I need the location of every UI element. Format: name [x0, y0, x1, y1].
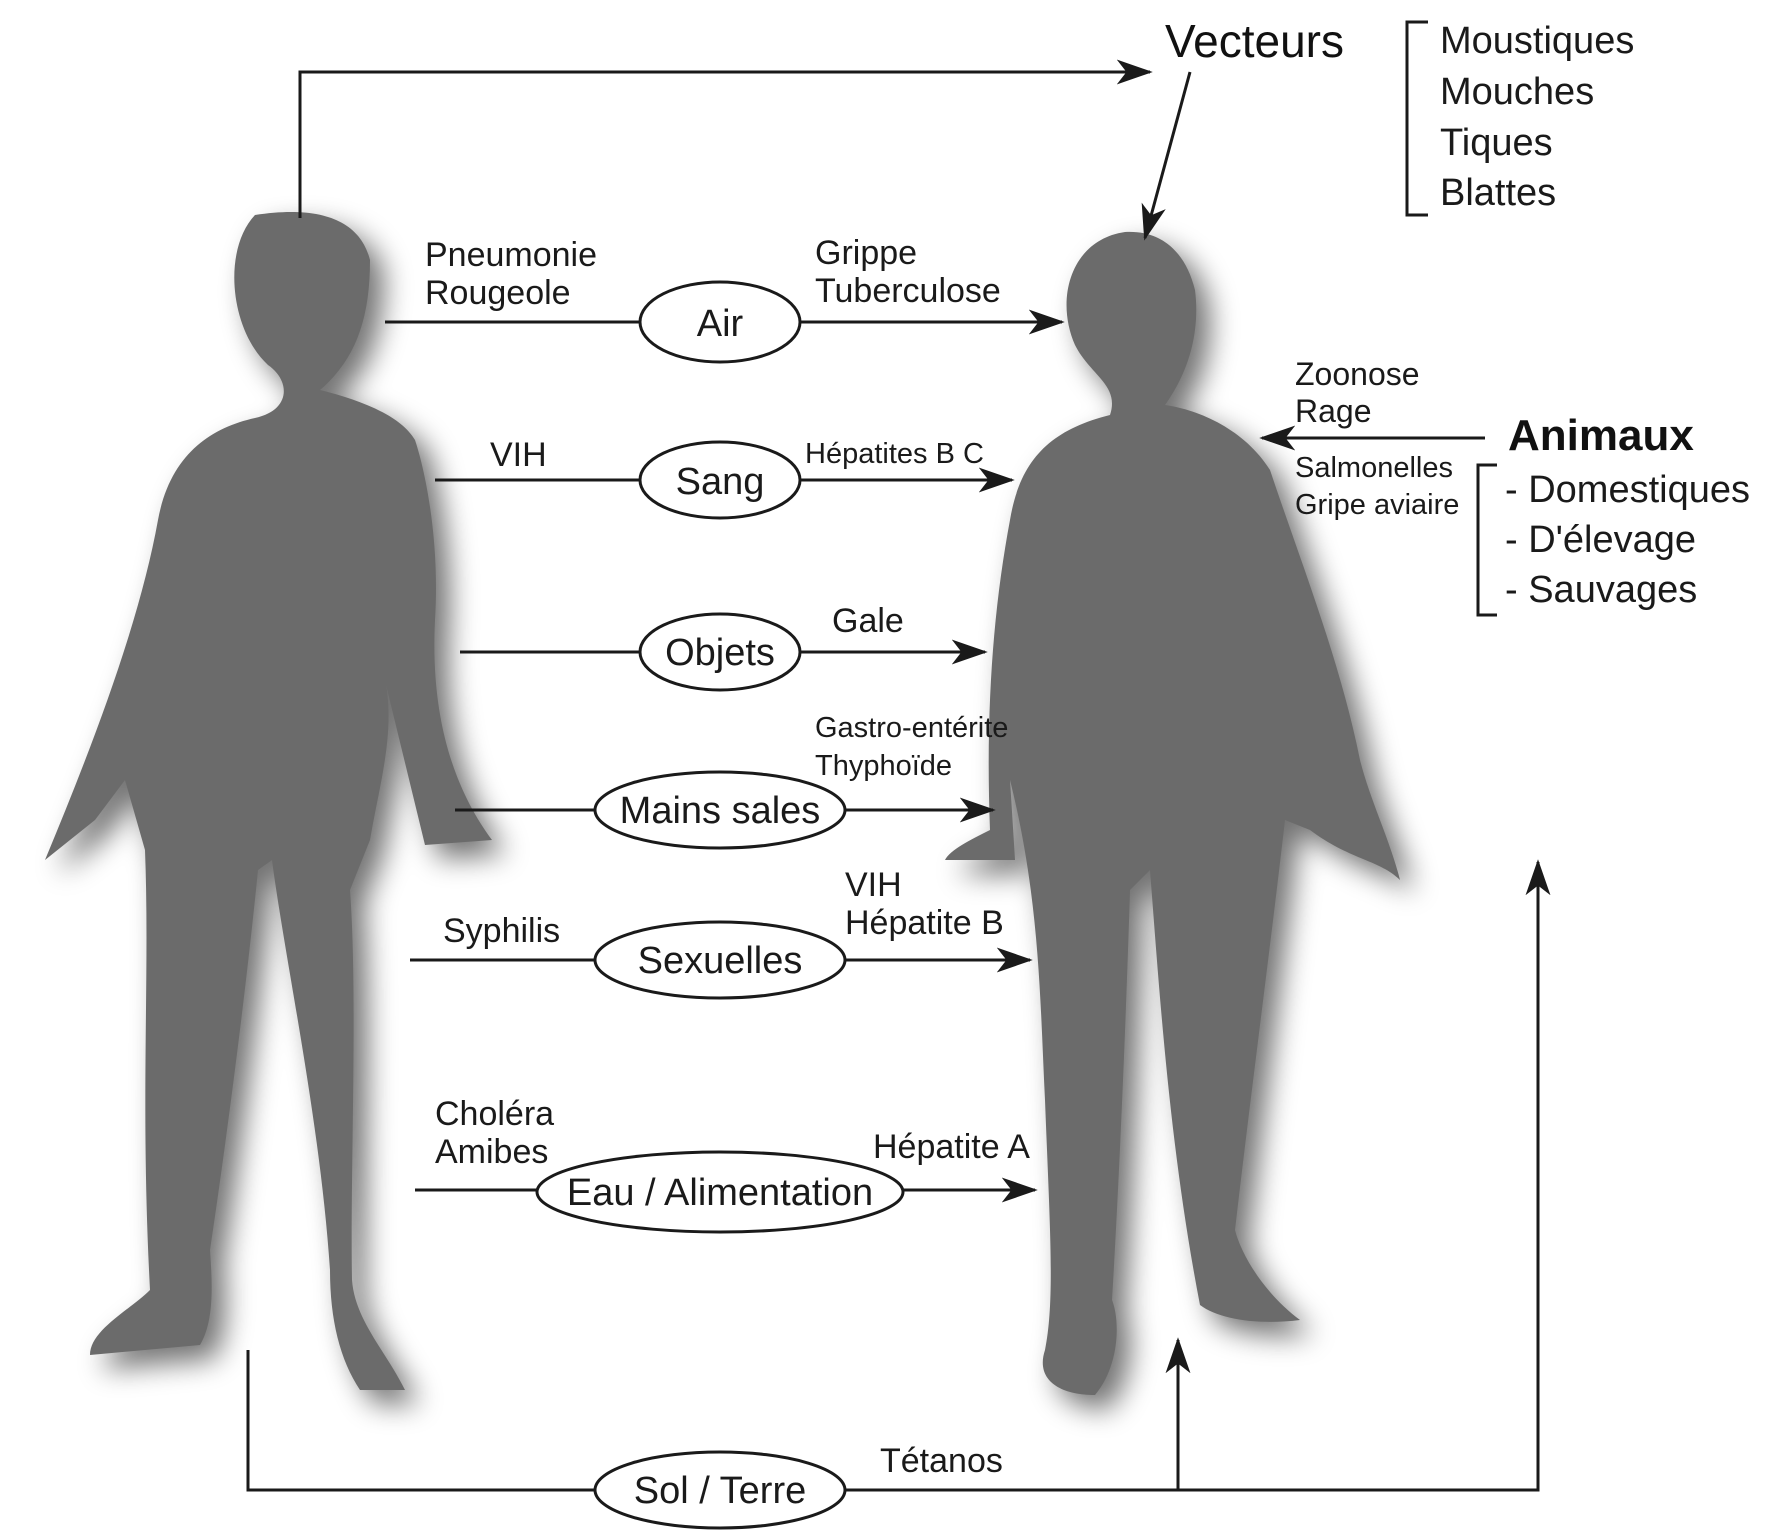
rage-label: Rage [1295, 393, 1372, 429]
mode-label: Air [697, 303, 744, 345]
route-sang: Sang VIH Hépatites B C [435, 436, 1015, 520]
mode-label: Sexuelles [638, 940, 803, 982]
route-mains-sales: Mains sales Gastro-entérite Thyphoïde [455, 712, 1008, 850]
vectors-title: Vecteurs [1165, 15, 1344, 67]
route-eau-alimentation: Eau / Alimentation Choléra Amibes Hépati… [415, 1095, 1038, 1234]
animal-type-item: - D'élevage [1505, 519, 1696, 561]
mode-oval [638, 612, 802, 692]
grippe-aviaire-label: Gripe aviaire [1295, 489, 1459, 521]
vector-item: Mouches [1440, 71, 1594, 113]
animal-type-item: - Sauvages [1505, 569, 1697, 611]
mode-oval [593, 920, 847, 1000]
disease-label: Hépatite B [845, 904, 1004, 942]
vector-item: Tiques [1440, 122, 1553, 164]
disease-label: Thyphoïde [815, 750, 952, 782]
disease-label: Rougeole [425, 274, 571, 312]
disease-label: Tétanos [880, 1442, 1003, 1480]
soil-line-left [246, 1350, 595, 1492]
vector-down-arrow [1141, 71, 1192, 241]
zoonose-label: Zoonose [1295, 356, 1420, 392]
disease-label: Gastro-entérite [815, 712, 1008, 744]
vector-path-arrow [298, 59, 1153, 218]
mode-label: Sol / Terre [634, 1470, 806, 1512]
disease-label: Hépatites B C [805, 438, 984, 470]
disease-label: Hépatite A [873, 1128, 1030, 1166]
salmonelles-label: Salmonelles [1295, 452, 1453, 484]
vectors-bracket [1405, 20, 1428, 217]
disease-label: Gale [832, 602, 904, 640]
mode-oval [638, 280, 802, 364]
disease-label: Syphilis [443, 912, 560, 950]
mode-label: Sang [676, 461, 765, 503]
vector-item: Moustiques [1440, 20, 1634, 62]
mode-label: Objets [665, 632, 775, 674]
route-air: Air Pneumonie Rougeole Grippe Tuberculos… [385, 234, 1065, 364]
disease-label: VIH [490, 436, 547, 474]
animals-title: Animaux [1508, 411, 1694, 460]
route-objets: Objets Gale [460, 602, 988, 692]
soil-arrow-right [845, 859, 1551, 1492]
human-target-figure [945, 231, 1414, 1410]
mode-oval [593, 770, 847, 850]
route-sexuelles: Sexuelles Syphilis VIH Hépatite B [410, 866, 1033, 1000]
disease-label: Grippe [815, 234, 917, 272]
disease-label: Choléra [435, 1095, 554, 1133]
human-source-figure [45, 212, 506, 1404]
vector-item: Blattes [1440, 172, 1556, 214]
route-sol-terre: Sol / Terre Tétanos [246, 859, 1551, 1530]
mode-oval [638, 440, 802, 520]
disease-label: Pneumonie [425, 236, 597, 274]
disease-label: Tuberculose [815, 272, 1001, 310]
disease-label: Amibes [435, 1133, 548, 1171]
disease-label: VIH [845, 866, 902, 904]
mode-oval [535, 1150, 905, 1234]
animal-type-item: - Domestiques [1505, 469, 1750, 511]
mode-label: Mains sales [620, 790, 821, 832]
mode-label: Eau / Alimentation [567, 1172, 873, 1214]
mode-oval [593, 1450, 847, 1530]
animals-bracket [1476, 463, 1497, 617]
vectors-list: Moustiques Mouches Tiques Blattes [1440, 20, 1634, 214]
